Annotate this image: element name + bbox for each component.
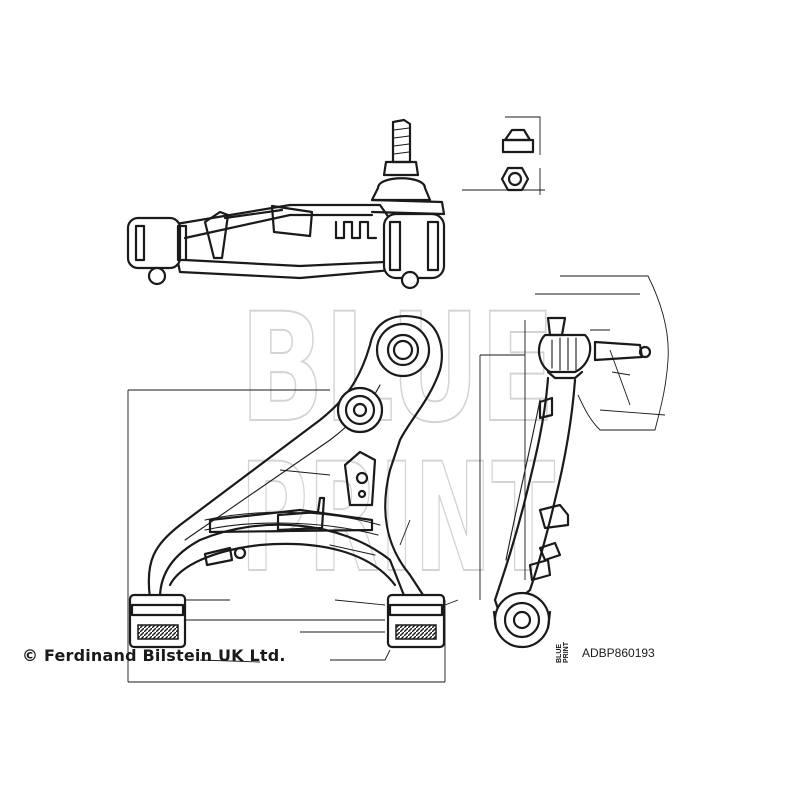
copyright-text: © Ferdinand Bilstein UK Ltd. bbox=[22, 646, 286, 665]
arm-outline bbox=[147, 315, 443, 600]
nut-detail bbox=[462, 116, 545, 195]
logo-line1: BLUE bbox=[556, 643, 563, 663]
ball-joint-ring bbox=[375, 322, 431, 378]
part-number: ADBP860193 bbox=[582, 646, 655, 660]
right-bushing bbox=[382, 212, 446, 280]
bracket bbox=[343, 450, 377, 507]
top-view bbox=[126, 118, 446, 290]
mount-ring bbox=[336, 386, 384, 434]
side-ball-joint bbox=[537, 333, 592, 374]
side-bushing bbox=[493, 591, 551, 649]
side-view bbox=[479, 275, 669, 649]
watermark: BLUE PRINT bbox=[239, 281, 556, 607]
ball-joint-boot bbox=[370, 177, 432, 202]
main-view bbox=[127, 315, 459, 683]
ball-joint-stud bbox=[391, 118, 412, 164]
logo-line2: PRINT bbox=[563, 642, 570, 663]
side-stud bbox=[593, 340, 644, 362]
brand-logo: BLUE PRINT bbox=[556, 642, 580, 663]
